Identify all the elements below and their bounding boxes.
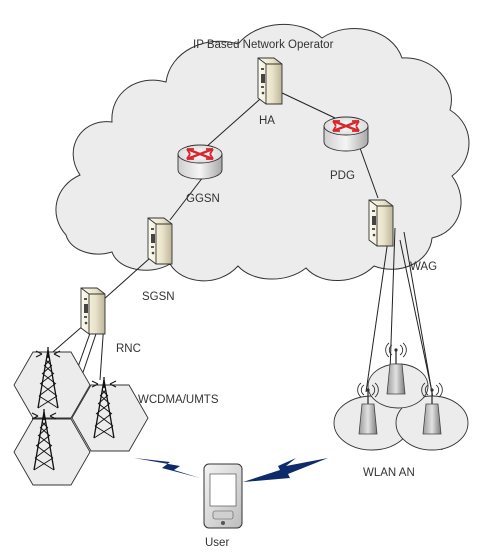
pdg-label: PDG <box>330 170 355 182</box>
operator-cloud <box>55 23 470 282</box>
ggsn-label: GGSN <box>186 193 220 205</box>
ha-label: HA <box>259 115 275 127</box>
user-label: User <box>205 537 229 549</box>
wag-label: WAG <box>410 261 437 273</box>
rnc-label: RNC <box>116 343 141 355</box>
cloud-label: IP Based Network Operator <box>193 39 334 51</box>
sgsn-label: SGSN <box>142 291 175 303</box>
wlan-an-label: WLAN AN <box>363 467 415 479</box>
lightning-link-icon <box>134 458 200 478</box>
wcdma-umts-label: WCDMA/UMTS <box>138 394 219 406</box>
lightning-link-icon <box>243 458 328 482</box>
mobile-device-icon <box>203 463 243 529</box>
